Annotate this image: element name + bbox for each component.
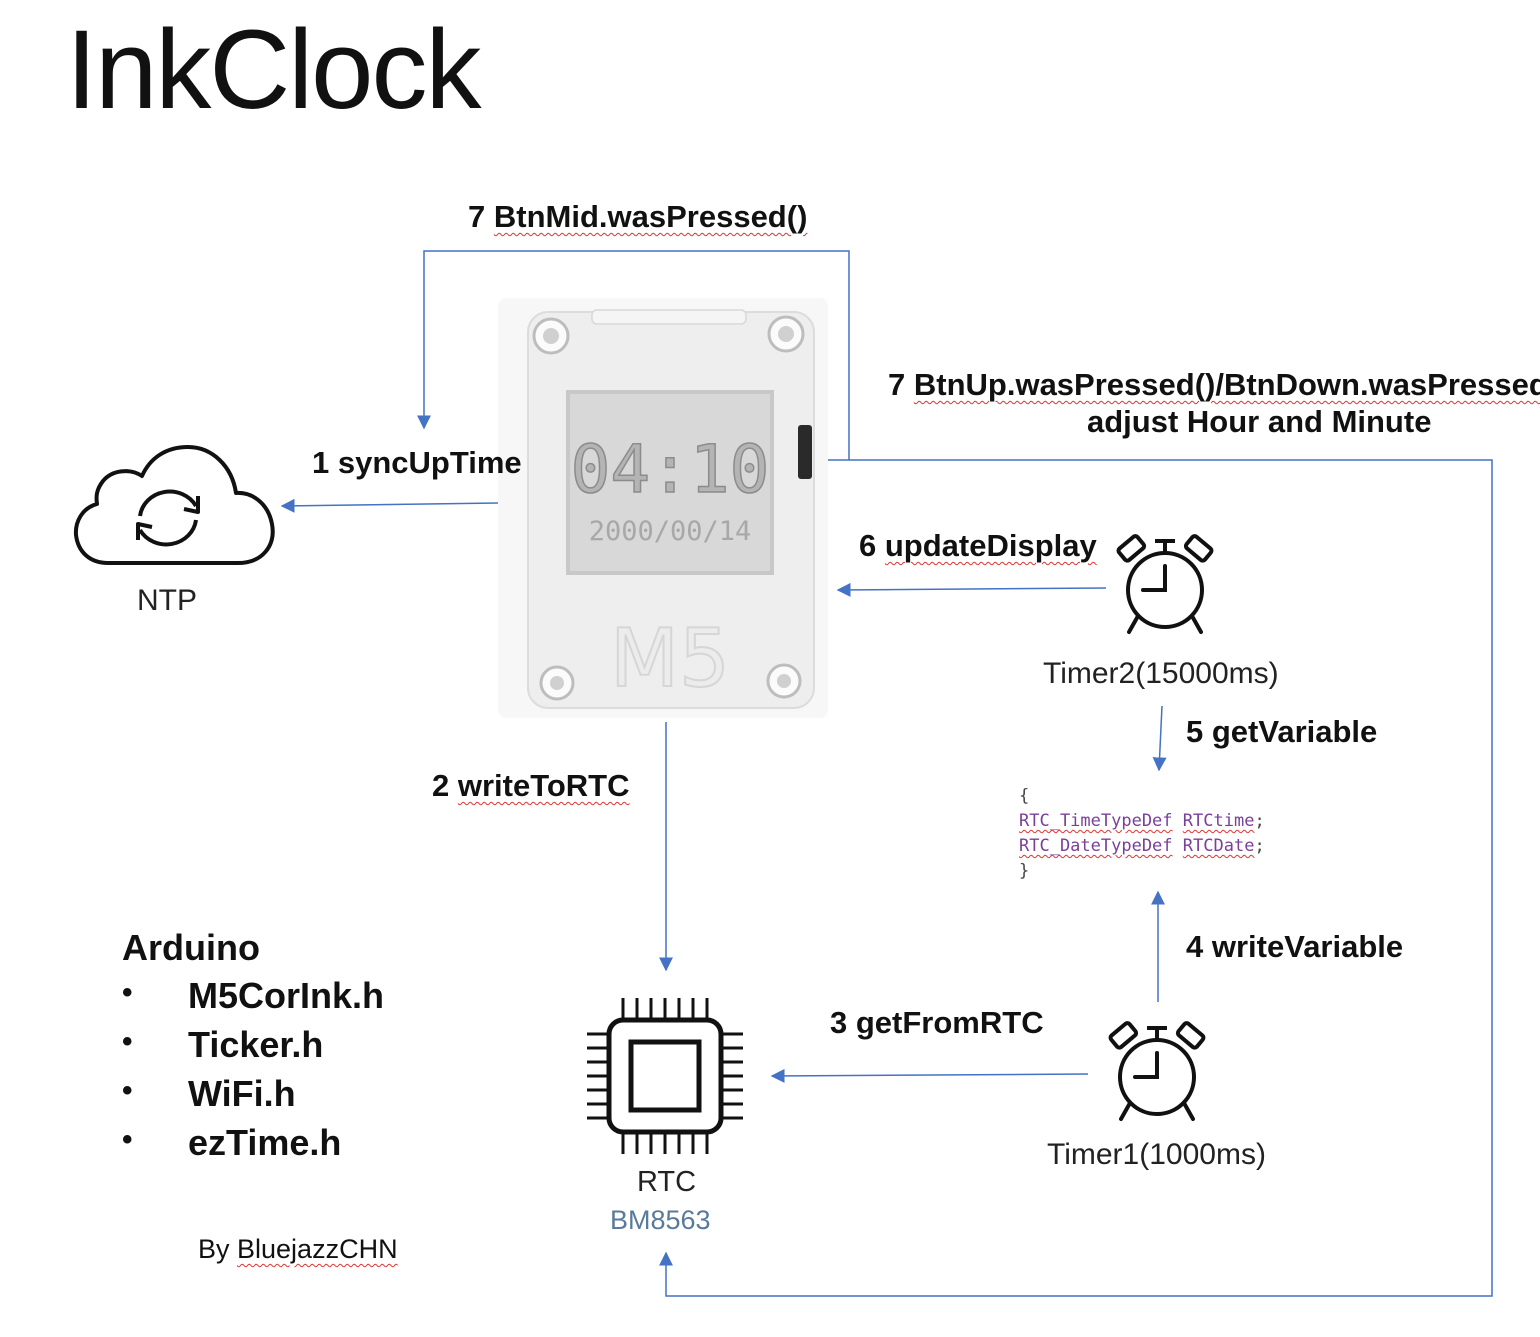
m5-coreink-device: 04:10 2000/00/14 M5 — [498, 298, 828, 718]
library-item: ezTime.h — [122, 1125, 384, 1174]
code-snippet: { RTC_TimeTypeDef RTCtime; RTC_DateTypeD… — [1019, 784, 1265, 884]
library-list-title: Arduino — [122, 927, 260, 968]
side-button — [798, 425, 812, 479]
label-btnupdown: 7 BtnUp.wasPressed()/BtnDown.wasPressed — [888, 367, 1540, 402]
library-item: M5CorInk.h — [122, 978, 384, 1027]
label-getvariable: 5 getVariable — [1186, 714, 1378, 749]
author-credit: By BluejazzCHN — [198, 1234, 398, 1264]
rtc-chip-icon — [587, 998, 743, 1154]
arrow-btnupdown — [659, 459, 1493, 1297]
label-btnmid: 7 BtnMid.wasPressed() — [468, 199, 808, 234]
code-line-time: RTC_TimeTypeDef RTCtime; — [1019, 811, 1265, 831]
code-open-brace: { — [1019, 786, 1030, 806]
caption-timer2: Timer2(15000ms) — [1043, 657, 1279, 690]
library-list: Arduino M5CorInk.h Ticker.h WiFi.h ezTim… — [122, 930, 384, 1174]
arrow-syncuptime — [280, 498, 499, 513]
code-line-date: RTC_DateTypeDef RTCDate; — [1019, 836, 1265, 856]
arrow-updatedisplay — [836, 582, 1107, 597]
page-title: InkClock — [66, 7, 481, 132]
arrow-btnmid — [417, 250, 850, 460]
screen-time: 04:10 — [571, 431, 770, 508]
label-adjust-hour-minute: adjust Hour and Minute — [1087, 404, 1432, 439]
arrow-getvariable — [1152, 705, 1167, 772]
brand-mark: M5 — [610, 612, 730, 705]
label-getfromrtc: 3 getFromRTC — [830, 1005, 1044, 1040]
caption-timer1: Timer1(1000ms) — [1047, 1138, 1266, 1171]
library-item: Ticker.h — [122, 1027, 384, 1076]
alarm-clock-icon-timer2 — [1116, 534, 1214, 634]
eink-screen — [570, 394, 770, 571]
label-writevariable: 4 writeVariable — [1186, 929, 1404, 964]
caption-ntp: NTP — [137, 584, 197, 617]
label-updatedisplay: 6 updateDisplay — [859, 528, 1097, 563]
arrow-getfromrtc — [770, 1068, 1089, 1083]
alarm-clock-icon-timer1 — [1108, 1021, 1206, 1121]
code-close-brace: } — [1019, 861, 1030, 881]
caption-rtc-model: BM8563 — [610, 1205, 711, 1235]
label-syncuptime: 1 syncUpTime — [312, 445, 522, 480]
screen-date: 2000/00/14 — [589, 516, 752, 547]
cloud-sync-icon — [73, 445, 275, 565]
caption-rtc: RTC — [637, 1166, 697, 1198]
label-writetortc: 2 writeToRTC — [432, 768, 630, 803]
library-item: WiFi.h — [122, 1076, 384, 1125]
